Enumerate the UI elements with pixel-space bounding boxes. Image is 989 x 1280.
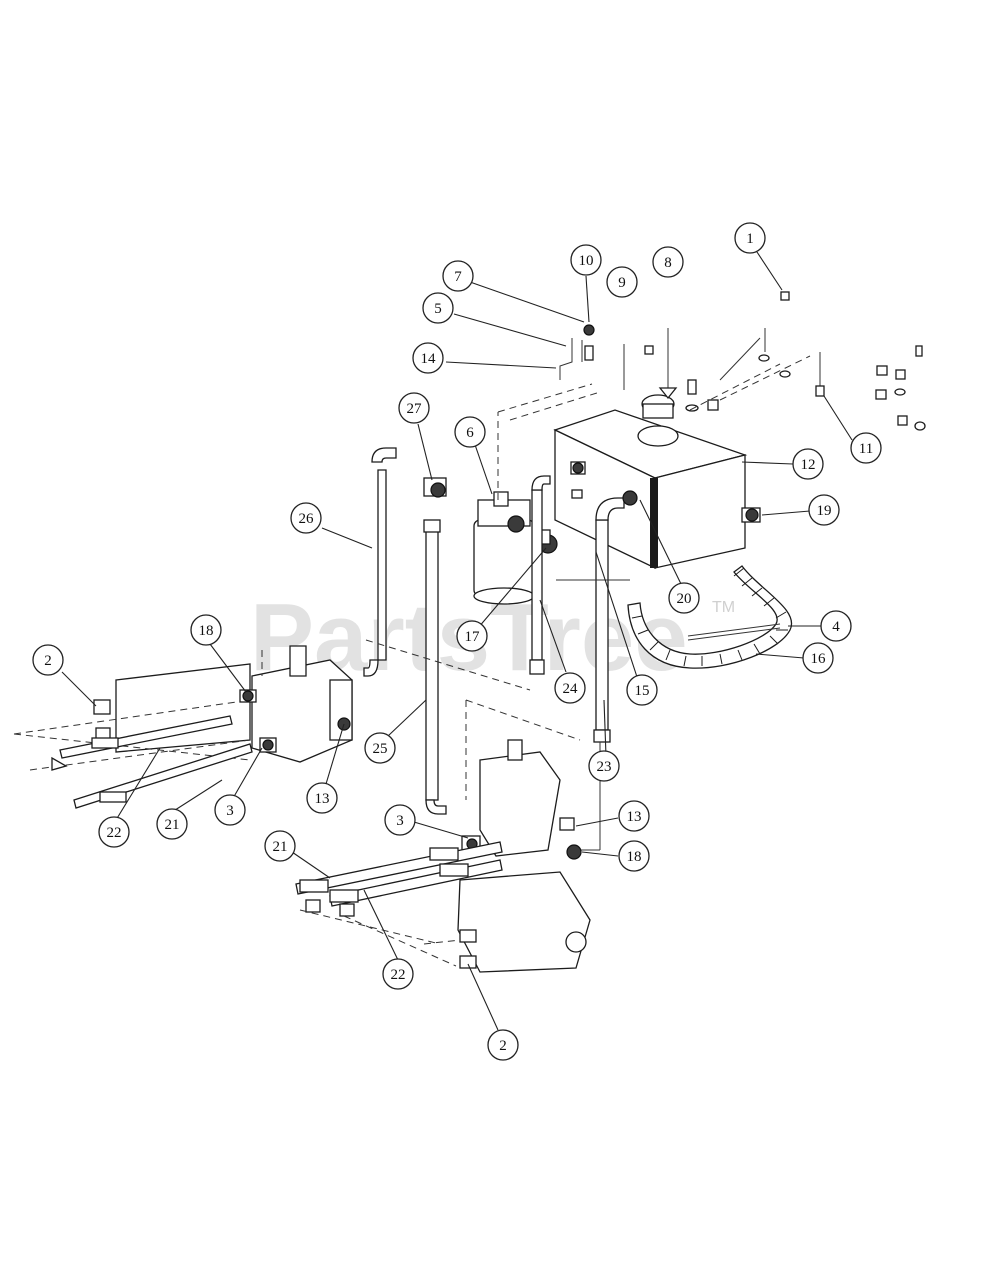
callout-12: 12	[792, 448, 824, 480]
callout-21-right: 21	[264, 830, 296, 862]
callout-4: 4	[820, 610, 852, 642]
callout-label: 13	[627, 809, 642, 825]
callout-label: 1	[746, 231, 754, 247]
callout-label: 23	[597, 759, 612, 775]
callout-label: 2	[44, 653, 52, 669]
feed-hose	[363, 447, 397, 677]
callout-8: 8	[652, 246, 684, 278]
callout-13-right: 13	[618, 800, 650, 832]
callout-17: 17	[456, 620, 488, 652]
callout-5: 5	[422, 292, 454, 324]
left-pump-hoses	[51, 715, 253, 809]
callout-25: 25	[364, 732, 396, 764]
leader-lines	[61, 251, 853, 1031]
callout-16: 16	[802, 642, 834, 674]
callout-label: 14	[421, 351, 437, 367]
watermark-trademark: TM	[712, 599, 735, 616]
callout-label: 27	[407, 401, 423, 417]
callout-27: 27	[398, 392, 430, 424]
right-pump	[457, 739, 591, 973]
callout-11: 11	[850, 432, 882, 464]
callout-label: 9	[618, 275, 626, 291]
callout-label: 2	[499, 1038, 507, 1054]
return-hose-center	[529, 475, 551, 675]
callout-label: 20	[677, 591, 692, 607]
callout-10: 10	[570, 244, 602, 276]
callout-label: 3	[396, 813, 404, 829]
callout-label: 12	[801, 457, 816, 473]
callout-label: 8	[664, 255, 672, 271]
cable-tie	[687, 623, 781, 641]
callout-label: 10	[579, 253, 594, 269]
callout-18-right: 18	[618, 840, 650, 872]
reservoir-tank	[553, 328, 748, 570]
callout-9: 9	[606, 266, 638, 298]
callout-22-left: 22	[98, 816, 130, 848]
callout-6: 6	[454, 416, 486, 448]
callout-label: 17	[465, 629, 481, 645]
callout-label: 22	[107, 825, 122, 841]
callout-label: 26	[299, 511, 315, 527]
callout-15: 15	[626, 674, 658, 706]
callout-label: 5	[434, 301, 442, 317]
callout-label: 24	[563, 681, 579, 697]
callout-label: 16	[811, 651, 827, 667]
callout-23: 23	[588, 750, 620, 782]
callout-label: 18	[627, 849, 642, 865]
filter-bracket	[559, 324, 654, 390]
right-pump-hoses	[295, 841, 503, 917]
callout-label: 6	[466, 425, 474, 441]
left-pump	[13, 645, 353, 771]
callout-14: 14	[412, 342, 444, 374]
callout-24: 24	[554, 672, 586, 704]
callout-label: 22	[391, 967, 406, 983]
callout-20: 20	[668, 582, 700, 614]
callout-label: 11	[859, 441, 873, 457]
callout-3-left: 3	[214, 794, 246, 826]
mount-hardware	[685, 291, 926, 431]
filter-assembly	[473, 491, 535, 605]
callout-label: 13	[315, 791, 330, 807]
filter-inlet-fitting	[423, 477, 447, 498]
callout-3-right: 3	[384, 804, 416, 836]
callout-label: 21	[273, 839, 288, 855]
callout-label: 25	[373, 741, 388, 757]
callout-19: 19	[808, 494, 840, 526]
reservoir-fitting	[741, 507, 761, 523]
callout-2-left: 2	[32, 644, 64, 676]
callout-21-left: 21	[156, 808, 188, 840]
suction-hose	[423, 519, 447, 815]
callout-1: 1	[734, 222, 766, 254]
callout-label: 7	[454, 269, 462, 285]
reservoir-side-fittings	[570, 461, 586, 499]
callout-26: 26	[290, 502, 322, 534]
callout-13-left: 13	[306, 782, 338, 814]
return-hose-right	[593, 490, 638, 743]
callout-18-left: 18	[190, 614, 222, 646]
callout-label: 15	[635, 683, 650, 699]
callout-label: 19	[817, 503, 832, 519]
callout-2-right: 2	[487, 1029, 519, 1061]
callout-label: 3	[226, 803, 234, 819]
callout-label: 21	[165, 817, 180, 833]
callout-7: 7	[442, 260, 474, 292]
callouts: 1 2 2 3 3 4 5 6 7 8 9 10 11 12 13 13 14 …	[32, 222, 882, 1061]
callout-label: 18	[199, 623, 214, 639]
callout-label: 4	[832, 619, 840, 635]
callout-22-right: 22	[382, 958, 414, 990]
